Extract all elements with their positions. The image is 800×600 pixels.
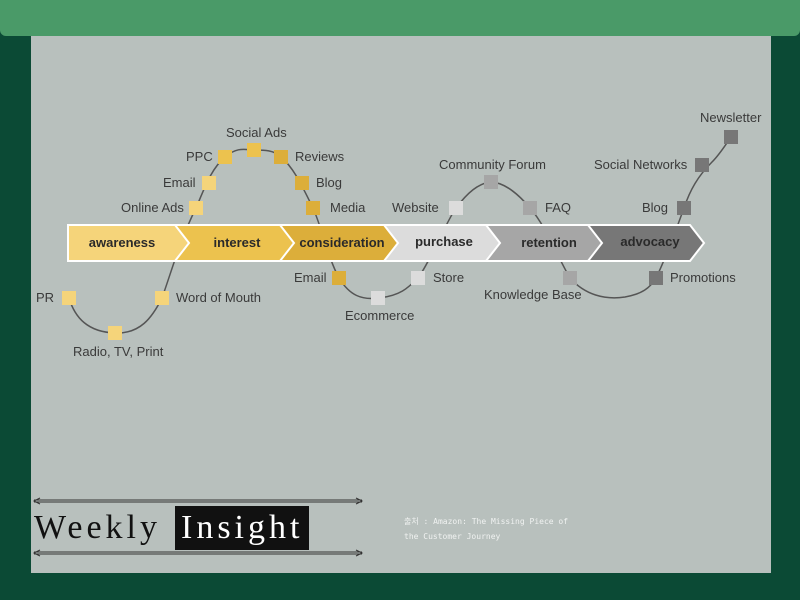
- touchpoint-label-pr: PR: [36, 290, 54, 305]
- touchpoint-marker-faq: [523, 201, 537, 215]
- touchpoint-label-reviews: Reviews: [295, 149, 345, 164]
- footer-bottom-rule: [32, 549, 364, 557]
- touchpoint-label-store: Store: [433, 270, 464, 285]
- touchpoint-marker-radio-tv-print: [108, 326, 122, 340]
- touchpoint-marker-blog-advocacy: [677, 201, 691, 215]
- touchpoint-label-online-ads: Online Ads: [121, 200, 184, 215]
- touchpoint-label-media: Media: [330, 200, 366, 215]
- touchpoint-label-email-consideration: Email: [294, 270, 327, 285]
- touchpoint-label-blog-consideration: Blog: [316, 175, 342, 190]
- content-panel: [31, 36, 771, 573]
- footer-title: Weekly Insight: [34, 506, 310, 550]
- touchpoint-label-promotions: Promotions: [670, 270, 736, 285]
- touchpoint-marker-newsletter: [724, 130, 738, 144]
- touchpoint-marker-website: [449, 201, 463, 215]
- stage-label-advocacy: advocacy: [620, 234, 680, 249]
- touchpoint-marker-social-networks: [695, 158, 709, 172]
- footer-title-word1: Weekly: [34, 509, 161, 546]
- touchpoint-marker-community-forum: [484, 175, 498, 189]
- stage-label-purchase: purchase: [415, 234, 473, 249]
- touchpoint-label-ecommerce: Ecommerce: [345, 308, 414, 323]
- touchpoint-marker-word-of-mouth: [155, 291, 169, 305]
- source-line-1: 출처 : Amazon: The Missing Piece of: [404, 517, 569, 526]
- touchpoint-label-knowledge-base: Knowledge Base: [484, 287, 582, 302]
- footer-top-rule: [32, 497, 364, 505]
- touchpoint-label-radio-tv-print: Radio, TV, Print: [73, 344, 164, 359]
- stage-label-interest: interest: [214, 235, 262, 250]
- source-line-2: the Customer Journey: [404, 532, 501, 541]
- touchpoint-label-faq: FAQ: [545, 200, 571, 215]
- touchpoint-marker-knowledge-base: [563, 271, 577, 285]
- touchpoint-marker-promotions: [649, 271, 663, 285]
- touchpoint-label-newsletter: Newsletter: [700, 110, 762, 125]
- touchpoint-label-social-networks: Social Networks: [594, 157, 688, 172]
- touchpoint-label-community-forum: Community Forum: [439, 157, 546, 172]
- touchpoint-marker-ppc: [218, 150, 232, 164]
- touchpoint-marker-media: [306, 201, 320, 215]
- touchpoint-marker-pr: [62, 291, 76, 305]
- touchpoint-label-email-interest: Email: [163, 175, 196, 190]
- touchpoint-marker-email-interest: [202, 176, 216, 190]
- touchpoint-marker-reviews: [274, 150, 288, 164]
- footer-title-word2: Insight: [175, 506, 310, 550]
- touchpoint-marker-store: [411, 271, 425, 285]
- stage-label-consideration: consideration: [299, 235, 384, 250]
- stage-label-retention: retention: [521, 235, 577, 250]
- top-bar: [0, 0, 800, 36]
- touchpoint-marker-online-ads: [189, 201, 203, 215]
- stage-arrow-advocacy: [585, 224, 706, 262]
- source-citation: 출처 : Amazon: The Missing Piece of the Cu…: [404, 514, 614, 544]
- touchpoint-label-website: Website: [392, 200, 439, 215]
- stage-label-awareness: awareness: [89, 235, 156, 250]
- touchpoint-marker-ecommerce: [371, 291, 385, 305]
- touchpoint-marker-social-ads: [247, 143, 261, 157]
- touchpoint-marker-email-consideration: [332, 271, 346, 285]
- touchpoint-marker-blog-consideration: [295, 176, 309, 190]
- touchpoint-label-social-ads: Social Ads: [226, 125, 287, 140]
- touchpoint-label-ppc: PPC: [186, 149, 213, 164]
- touchpoint-label-blog-advocacy: Blog: [642, 200, 668, 215]
- touchpoint-label-word-of-mouth: Word of Mouth: [176, 290, 261, 305]
